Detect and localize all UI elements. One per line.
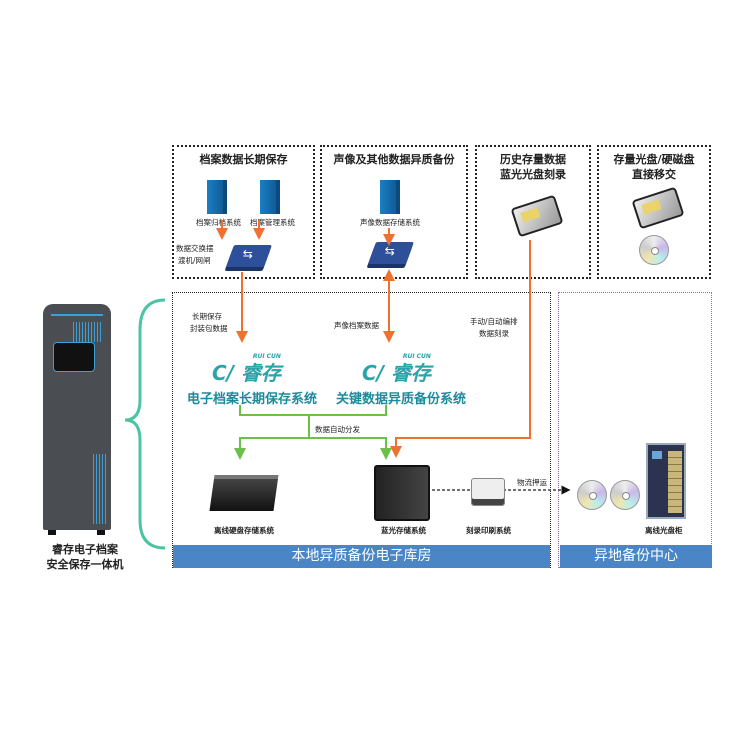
logo-mark: C/ [212, 361, 234, 385]
server-icon [260, 180, 280, 214]
zone-remote-title: 异地备份中心 [560, 545, 712, 568]
hdd-storage-label: 离线硬盘存储系统 [214, 526, 274, 535]
server-icon [207, 180, 227, 214]
optical-disc-icon [610, 480, 640, 510]
system-archive-preservation: 电子档案长期保存系统 [187, 392, 318, 407]
machine-label-1: 睿存电子档案 [52, 543, 118, 556]
flow-label-manual-1: 手动/自动编排 [470, 317, 518, 326]
logo-text-en: RUI CUN [252, 353, 281, 360]
logo-text: 睿存 [240, 361, 281, 385]
logo-text: 睿存 [390, 361, 431, 385]
bluray-storage-label: 蓝光存储系统 [381, 526, 426, 535]
switch-label-1: 数据交换摆 [176, 244, 214, 253]
flow-label-manual-2: 数据刻录 [479, 329, 509, 338]
logo-text-en: RUI CUN [402, 353, 431, 360]
server-icon [380, 180, 400, 214]
box-av-backup: 声像及其他数据异质备份 声像数据存储系统 [320, 145, 468, 279]
box-title-2: 蓝光光盘刻录 [500, 168, 566, 181]
optical-disc-icon [639, 235, 669, 265]
flow-label-logistics: 物流押运 [517, 478, 547, 487]
machine-label-2: 安全保存一体机 [46, 558, 124, 571]
box-title: 声像及其他数据异质备份 [333, 153, 455, 166]
logo-mark: C/ [362, 361, 384, 385]
flow-label-av-data: 声像档案数据 [334, 321, 379, 330]
av-storage-system-label: 声像数据存储系统 [360, 218, 420, 227]
box-title: 档案数据长期保存 [199, 153, 288, 166]
print-system-label: 刻录印刷系统 [466, 526, 511, 535]
box-disc-handover: 存量光盘/硬磁盘 直接移交 [597, 145, 711, 279]
box-title-1: 历史存量数据 [500, 153, 566, 166]
box-title-1: 存量光盘/硬磁盘 [613, 153, 695, 166]
box-archive-long-term: 档案数据长期保存 档案归档系统 档案管理系统 数据交换摆 渡机/网闸 [172, 145, 315, 279]
switch-label-2: 渡机/网闸 [178, 256, 211, 265]
box-history-bluray: 历史存量数据 蓝光光盘刻录 [475, 145, 591, 279]
archive-management-system-label: 档案管理系统 [250, 218, 295, 227]
system-key-data-backup: 关键数据异质备份系统 [336, 392, 467, 407]
optical-disc-icon [577, 480, 607, 510]
disc-printer-icon [471, 478, 505, 506]
flow-label-long-term-1: 长期保存 [192, 312, 222, 321]
flow-label-long-term-2: 封装包数据 [190, 324, 228, 333]
disk-array-icon [209, 475, 279, 511]
all-in-one-machine-icon [43, 304, 111, 530]
disc-cabinet-label: 离线光盘柜 [645, 526, 683, 535]
flow-label-distribute: 数据自动分发 [315, 425, 360, 434]
box-title-2: 直接移交 [632, 168, 676, 181]
disc-cabinet-icon [646, 443, 686, 519]
bluray-storage-icon [374, 465, 430, 521]
zone-local-title: 本地异质备份电子库房 [173, 545, 550, 568]
archive-filing-system-label: 档案归档系统 [196, 218, 241, 227]
